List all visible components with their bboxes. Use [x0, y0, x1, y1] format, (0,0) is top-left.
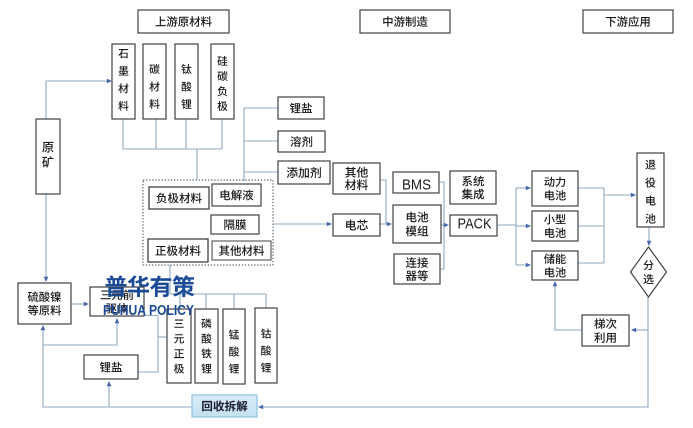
svg-text:PACK: PACK: [458, 216, 492, 233]
svg-text:BMS: BMS: [402, 176, 431, 193]
svg-text:PUHUA POLICY: PUHUA POLICY: [103, 303, 194, 319]
